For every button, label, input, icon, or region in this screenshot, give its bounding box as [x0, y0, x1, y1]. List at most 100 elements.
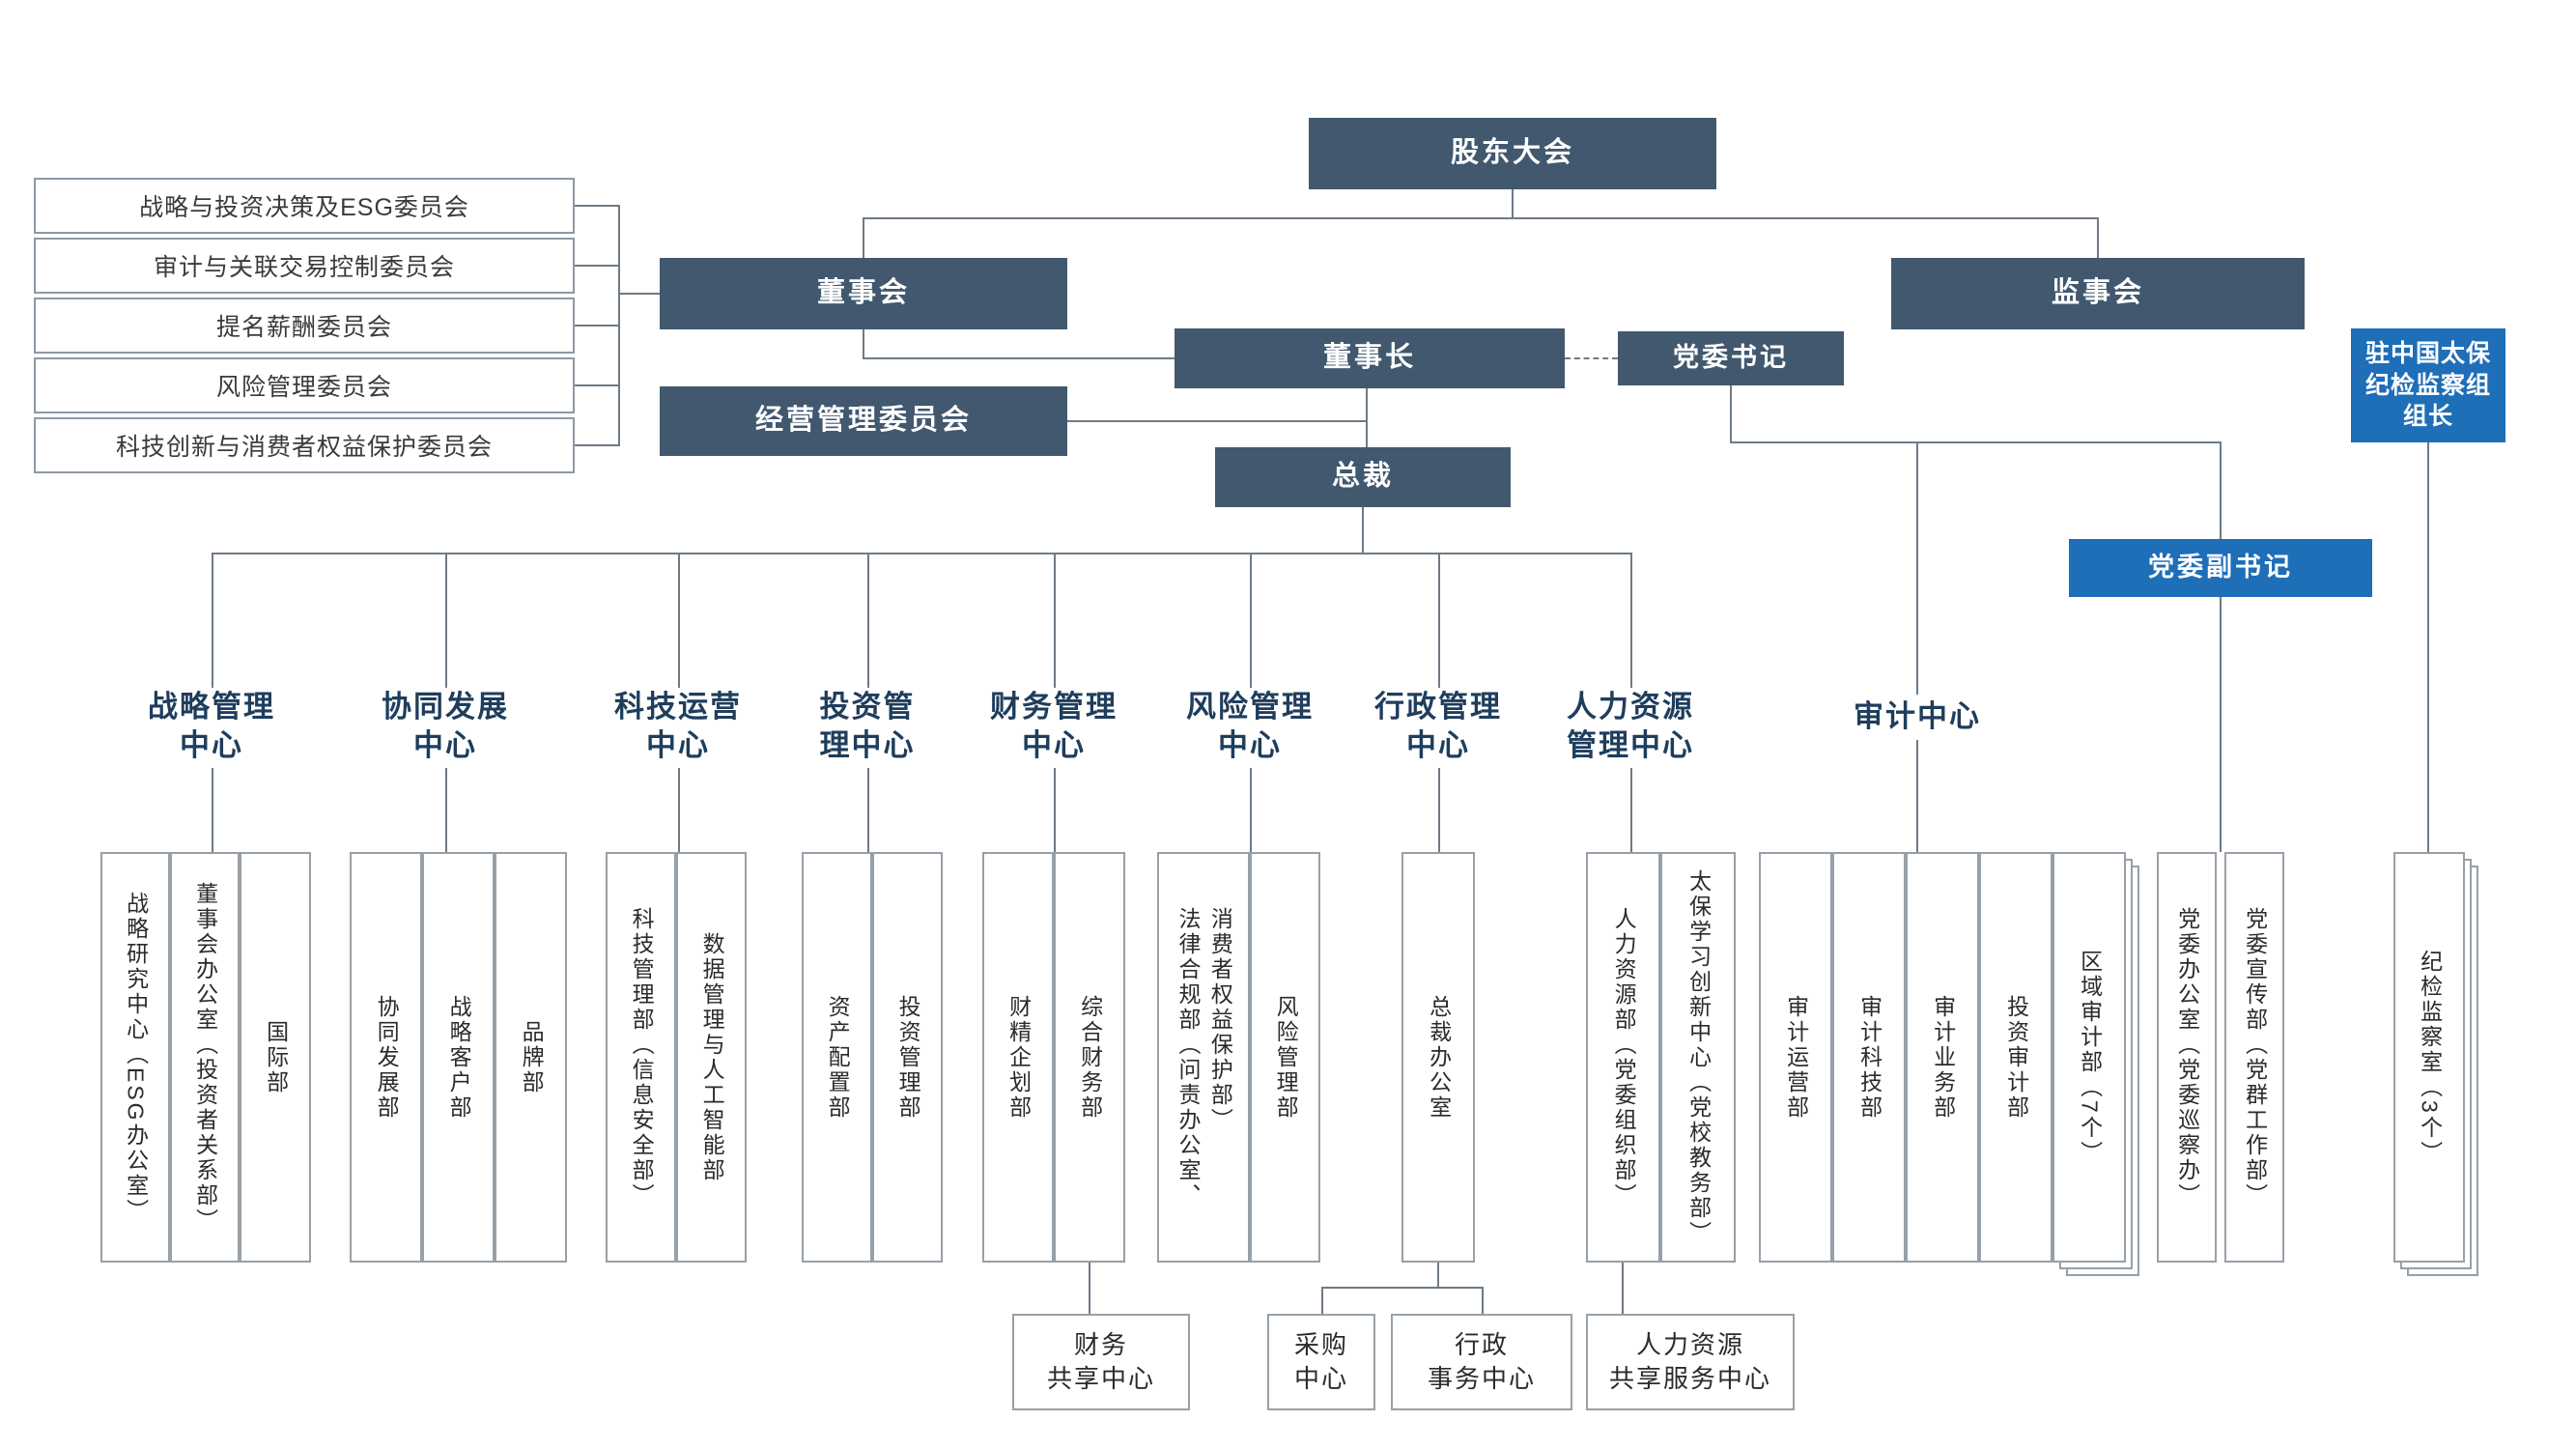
- connector-line: [212, 553, 1631, 554]
- node-board: 董事会: [660, 258, 1067, 329]
- dept-label: 战略客户部: [446, 994, 472, 1121]
- committee-strategy-esg: 战略与投资决策及ESG委员会: [34, 178, 575, 234]
- connector-line: [1438, 553, 1440, 688]
- connector-line: [2220, 441, 2222, 539]
- center-label-risk: 风险管理 中心: [1186, 690, 1314, 763]
- dept-general-finance: 综合财务部: [1054, 852, 1125, 1263]
- connector-line: [575, 444, 620, 446]
- node-management-committee-label: 经营管理委员会: [754, 405, 972, 437]
- dept-label: 风险管理部: [1273, 994, 1299, 1121]
- dept-party-office: 党委办公室（党委巡察办）: [2157, 852, 2217, 1263]
- dept-investment-management: 投资管理部: [872, 852, 943, 1263]
- dept-label: 协同发展部: [374, 994, 400, 1121]
- dept-cpic-learning-innovation: 太保学习创新中心（党校教务部）: [1660, 852, 1736, 1263]
- dept-audit-technology: 审计科技部: [1832, 852, 1906, 1263]
- dept-label: 综合财务部: [1077, 994, 1103, 1121]
- dept-risk-management: 风险管理部: [1250, 852, 1320, 1263]
- stack-face: 区域审计部（7个）: [2052, 852, 2126, 1263]
- connector-line: [1321, 1287, 1323, 1314]
- dept-label: 董事会办公室（投资者关系部）: [192, 881, 218, 1234]
- stack-face: 纪检监察室（3个）: [2393, 852, 2465, 1263]
- connector-line: [1622, 1263, 1624, 1314]
- center-label-strategy: 战略管理 中心: [148, 690, 275, 763]
- node-supervisory-board: 监事会: [1891, 258, 2305, 329]
- dept-regional-audit: 区域审计部（7个）: [2052, 852, 2139, 1276]
- shared-admin-affairs-center: 行政 事务中心: [1391, 1314, 1572, 1410]
- node-shareholders: 股东大会: [1309, 118, 1716, 189]
- center-label-finance: 财务管理 中心: [990, 690, 1118, 763]
- dept-strategic-clients: 战略客户部: [422, 852, 495, 1263]
- node-deputy-party-secretary: 党委副书记: [2069, 539, 2372, 597]
- connector-line: [1512, 189, 1514, 217]
- connector-line: [1054, 553, 1056, 688]
- committee-label: 提名薪酬委员会: [215, 314, 392, 341]
- dept-legal-compliance: 法律合规部（问责办公室、 消费者权益保护部）: [1157, 852, 1250, 1263]
- dept-label: 法律合规部（问责办公室、 消费者权益保护部）: [1175, 906, 1233, 1208]
- dept-label: 财精企划部: [1005, 994, 1032, 1121]
- connector-line: [1438, 768, 1440, 852]
- node-party-secretary-label: 党委书记: [1673, 343, 1789, 373]
- committee-label: 风险管理委员会: [215, 374, 392, 401]
- connector-line: [678, 553, 680, 688]
- dept-label: 品牌部: [519, 1019, 545, 1095]
- dept-label: 党委办公室（党委巡察办）: [2174, 906, 2200, 1208]
- connector-line-dashed: [1565, 357, 1618, 359]
- connector-line: [575, 265, 620, 267]
- connector-line: [2220, 597, 2222, 852]
- connector-line: [1362, 507, 1364, 554]
- dept-label: 科技管理部（信息安全部）: [629, 906, 655, 1208]
- connector-line: [1730, 441, 2221, 443]
- dept-party-publicity: 党委宣传部（党群工作部）: [2224, 852, 2284, 1263]
- connector-line: [575, 325, 620, 327]
- dept-label: 人力资源部（党委组织部）: [1611, 906, 1637, 1208]
- connector-line: [1321, 1287, 1482, 1289]
- dept-synergy-development: 协同发展部: [350, 852, 422, 1263]
- node-discipline-inspection-head: 驻中国太保 纪检监察组 组长: [2351, 328, 2505, 442]
- committee-nomination-remuneration: 提名薪酬委员会: [34, 298, 575, 354]
- dept-label: 资产配置部: [825, 994, 851, 1121]
- dept-tech-management: 科技管理部（信息安全部）: [606, 852, 676, 1263]
- center-label-tech-operations: 科技运营 中心: [614, 690, 742, 763]
- connector-line: [2427, 442, 2429, 852]
- dept-label: 审计运营部: [1783, 994, 1809, 1121]
- node-shareholders-label: 股东大会: [1450, 137, 1574, 169]
- connector-line: [445, 768, 447, 852]
- dept-label: 审计科技部: [1856, 994, 1882, 1121]
- connector-line: [1630, 553, 1632, 688]
- node-management-committee: 经营管理委员会: [660, 386, 1067, 456]
- dept-label: 数据管理与人工智能部: [699, 931, 725, 1183]
- node-supervisory-label: 监事会: [2051, 277, 2144, 309]
- dept-label: 国际部: [263, 1019, 289, 1095]
- connector-line: [863, 217, 2099, 219]
- connector-line: [2097, 217, 2099, 258]
- committee-label: 科技创新与消费者权益保护委员会: [115, 434, 493, 461]
- committee-risk-management: 风险管理委员会: [34, 357, 575, 413]
- dept-discipline-inspection-office: 纪检监察室（3个）: [2393, 852, 2478, 1276]
- dept-label: 审计业务部: [1930, 994, 1956, 1121]
- committee-label: 战略与投资决策及ESG委员会: [139, 194, 469, 221]
- node-board-label: 董事会: [816, 277, 910, 309]
- dept-investment-audit: 投资审计部: [1979, 852, 2052, 1263]
- dept-finance-planning: 财精企划部: [982, 852, 1054, 1263]
- node-president-label: 总裁: [1331, 461, 1394, 493]
- dept-label: 党委宣传部（党群工作部）: [2242, 906, 2268, 1208]
- connector-line: [1250, 768, 1252, 852]
- node-discipline-inspection-head-label: 驻中国太保 纪检监察组 组长: [2364, 340, 2491, 431]
- connector-line: [1067, 420, 1367, 422]
- node-chairman-label: 董事长: [1322, 342, 1416, 374]
- dept-label: 区域审计部（7个）: [2077, 949, 2103, 1166]
- node-party-secretary: 党委书记: [1618, 331, 1844, 385]
- committee-label: 审计与关联交易控制委员会: [153, 254, 455, 281]
- dept-hr: 人力资源部（党委组织部）: [1586, 852, 1660, 1263]
- connector-line: [575, 384, 620, 386]
- committee-audit-related-transactions: 审计与关联交易控制委员会: [34, 238, 575, 294]
- connector-line: [1916, 740, 1918, 852]
- connector-line: [445, 553, 447, 688]
- shared-procurement-center: 采购 中心: [1267, 1314, 1375, 1410]
- center-label-hr: 人力资源 管理中心: [1567, 690, 1694, 763]
- connector-line: [1437, 1263, 1439, 1289]
- connector-line: [1630, 768, 1632, 852]
- committee-tech-consumer-protection: 科技创新与消费者权益保护委员会: [34, 417, 575, 473]
- connector-line: [678, 768, 680, 852]
- connector-line: [867, 553, 869, 688]
